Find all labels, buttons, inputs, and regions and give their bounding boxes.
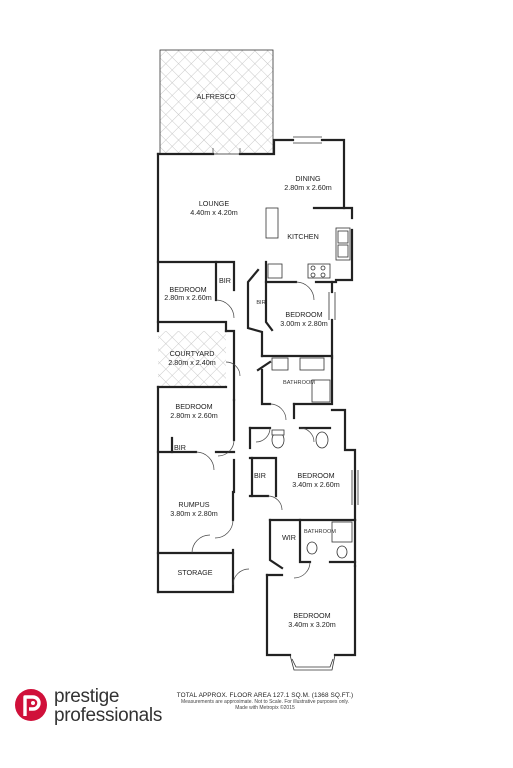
exterior-walls — [156, 138, 357, 671]
label-bedroom-5: BEDROOM — [293, 611, 330, 620]
label-bedroom-2: BEDROOM — [285, 310, 322, 319]
label-wir: WIR — [282, 533, 296, 542]
label-courtyard: COURTYARD — [170, 349, 215, 358]
door-swings — [191, 148, 315, 586]
interior-walls — [156, 206, 357, 577]
size-lounge: 4.40m x 4.20m — [190, 208, 238, 217]
label-storage: STORAGE — [177, 568, 212, 577]
size-dining: 2.80m x 2.60m — [284, 183, 332, 192]
label-bir-1: BIR — [219, 276, 231, 285]
size-bedroom-5: 3.40m x 3.20m — [288, 620, 336, 629]
brand-logo: prestige professionals — [14, 686, 164, 732]
windows — [293, 136, 359, 505]
label-bir-3: BIR — [174, 443, 186, 452]
label-bathroom-1: BATHROOM — [283, 380, 315, 386]
floor-area-note: TOTAL APPROX. FLOOR AREA 127.1 SQ.M. (13… — [150, 692, 380, 711]
room-labels: ALFRESCO DINING 2.80m x 2.60m LOUNGE 4.4… — [164, 92, 340, 629]
total-area-text: TOTAL APPROX. FLOOR AREA 127.1 SQ.M. (13… — [176, 692, 354, 699]
fixtures — [267, 227, 353, 559]
logo-line-1: prestige — [54, 686, 120, 707]
size-bedroom-2: 3.00m x 2.80m — [280, 319, 328, 328]
label-bir-2: BIR — [256, 300, 265, 306]
label-bedroom-4: BEDROOM — [297, 471, 334, 480]
credit-text: Made with Metropix ©2015 — [235, 705, 295, 711]
label-bir-4: BIR — [254, 471, 266, 480]
label-bathroom-2: BATHROOM — [304, 529, 336, 535]
size-courtyard: 2.80m x 2.40m — [168, 358, 216, 367]
size-bedroom-4: 3.40m x 2.60m — [292, 480, 340, 489]
label-rumpus: RUMPUS — [178, 500, 209, 509]
size-bedroom-1: 2.80m x 2.60m — [164, 293, 212, 302]
label-bedroom-3: BEDROOM — [175, 402, 212, 411]
label-dining: DINING — [295, 174, 321, 183]
label-alfresco: ALFRESCO — [197, 92, 236, 101]
alfresco-area — [159, 49, 274, 155]
courtyard-area — [158, 331, 226, 387]
size-bedroom-3: 2.80m x 2.60m — [170, 411, 218, 420]
prestige-logo-icon — [15, 689, 47, 721]
logo-line-2: professionals — [54, 705, 163, 726]
size-rumpus: 3.80m x 2.80m — [170, 509, 218, 518]
disclaimer-text: Measurements are approximate. Not to Sca… — [180, 699, 350, 705]
label-kitchen: KITCHEN — [287, 232, 319, 241]
label-bedroom-1: BEDROOM — [169, 285, 206, 294]
label-lounge: LOUNGE — [199, 199, 230, 208]
